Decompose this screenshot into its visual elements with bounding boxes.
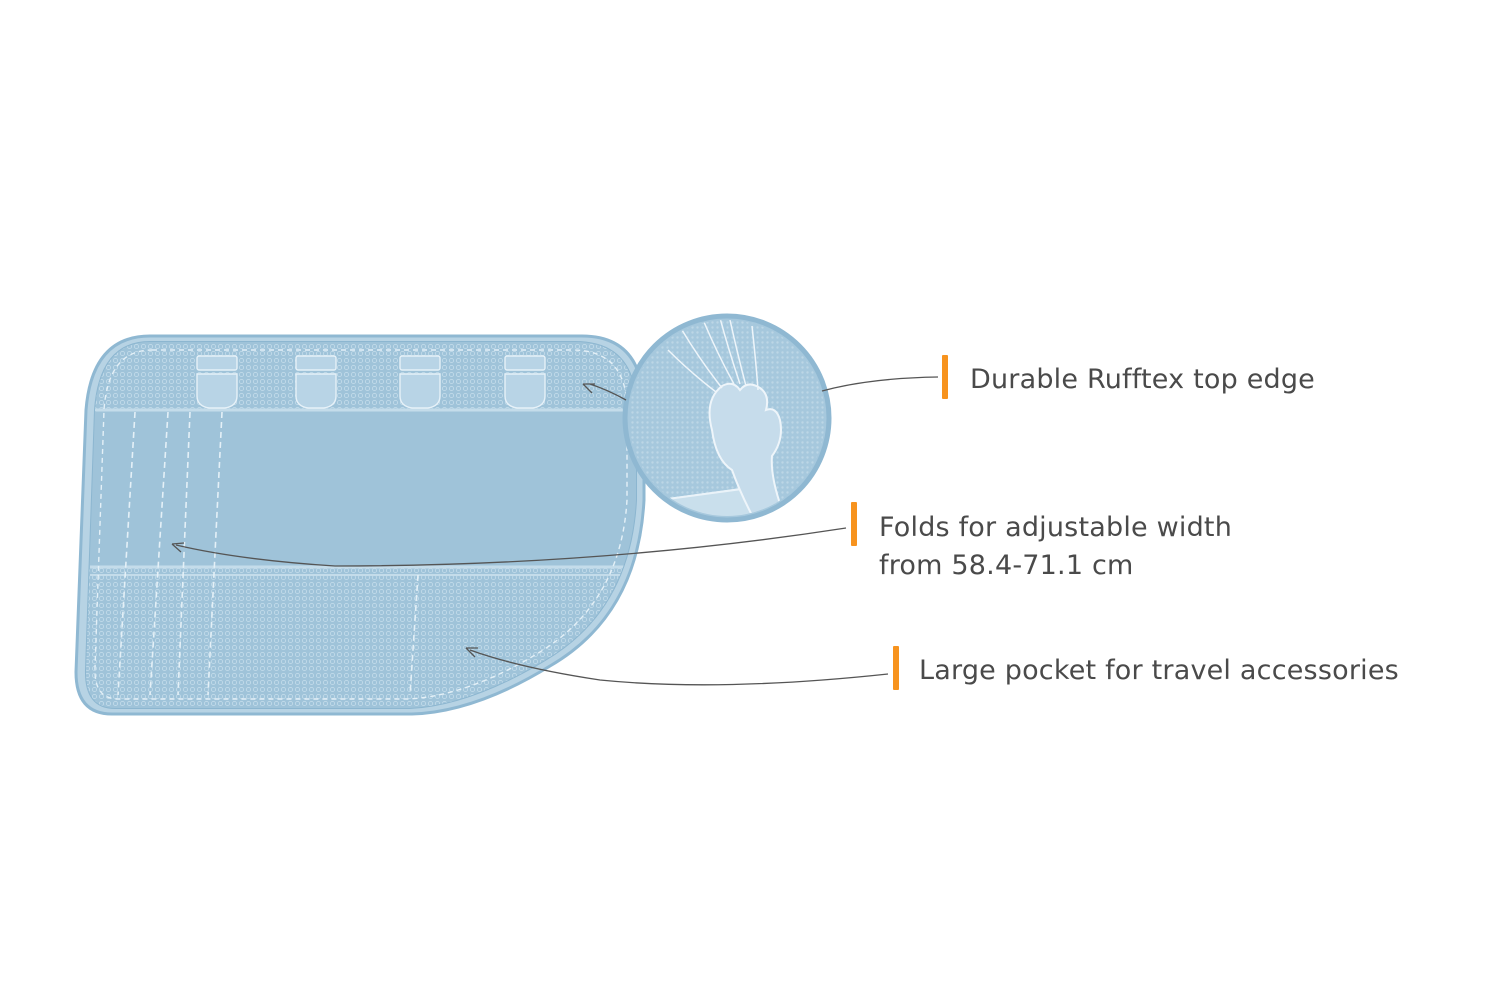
leader-pocket bbox=[469, 649, 889, 686]
accent-bar bbox=[942, 355, 948, 399]
leader-folds bbox=[175, 527, 847, 567]
large-pocket bbox=[85, 567, 636, 708]
hook-loop-icon bbox=[399, 355, 441, 409]
arrowhead-icon bbox=[171, 542, 185, 553]
arrowhead-icon bbox=[582, 383, 595, 394]
callout-label: Folds for adjustable width from 58.4-71.… bbox=[879, 512, 1233, 581]
leader-zoom-to-edge bbox=[589, 383, 627, 401]
callout-label: Durable Rufftex top edge bbox=[970, 364, 1315, 395]
arrowhead-icon bbox=[465, 647, 478, 658]
leader-lines bbox=[171, 376, 939, 686]
callout-folds: Folds for adjustable width from 58.4-71.… bbox=[851, 502, 1232, 585]
accent-bar bbox=[893, 646, 899, 690]
fold-seams bbox=[117, 411, 419, 696]
top-edge-band bbox=[85, 342, 636, 410]
callout-top-edge: Durable Rufftex top edge bbox=[942, 355, 1315, 399]
hook-loop-icon bbox=[295, 355, 337, 409]
hook-loops bbox=[196, 355, 546, 409]
zoom-detail-circle bbox=[622, 313, 832, 523]
callout-label: Large pocket for travel accessories bbox=[919, 655, 1399, 686]
hook-loop-icon bbox=[504, 355, 546, 409]
accent-bar bbox=[851, 502, 857, 546]
seat-cover-panel bbox=[74, 334, 646, 716]
paw-scratch-icon bbox=[708, 382, 788, 516]
callout-pocket: Large pocket for travel accessories bbox=[893, 646, 1399, 690]
hook-loop-icon bbox=[196, 355, 238, 409]
leader-top-to-zoom bbox=[821, 376, 939, 392]
